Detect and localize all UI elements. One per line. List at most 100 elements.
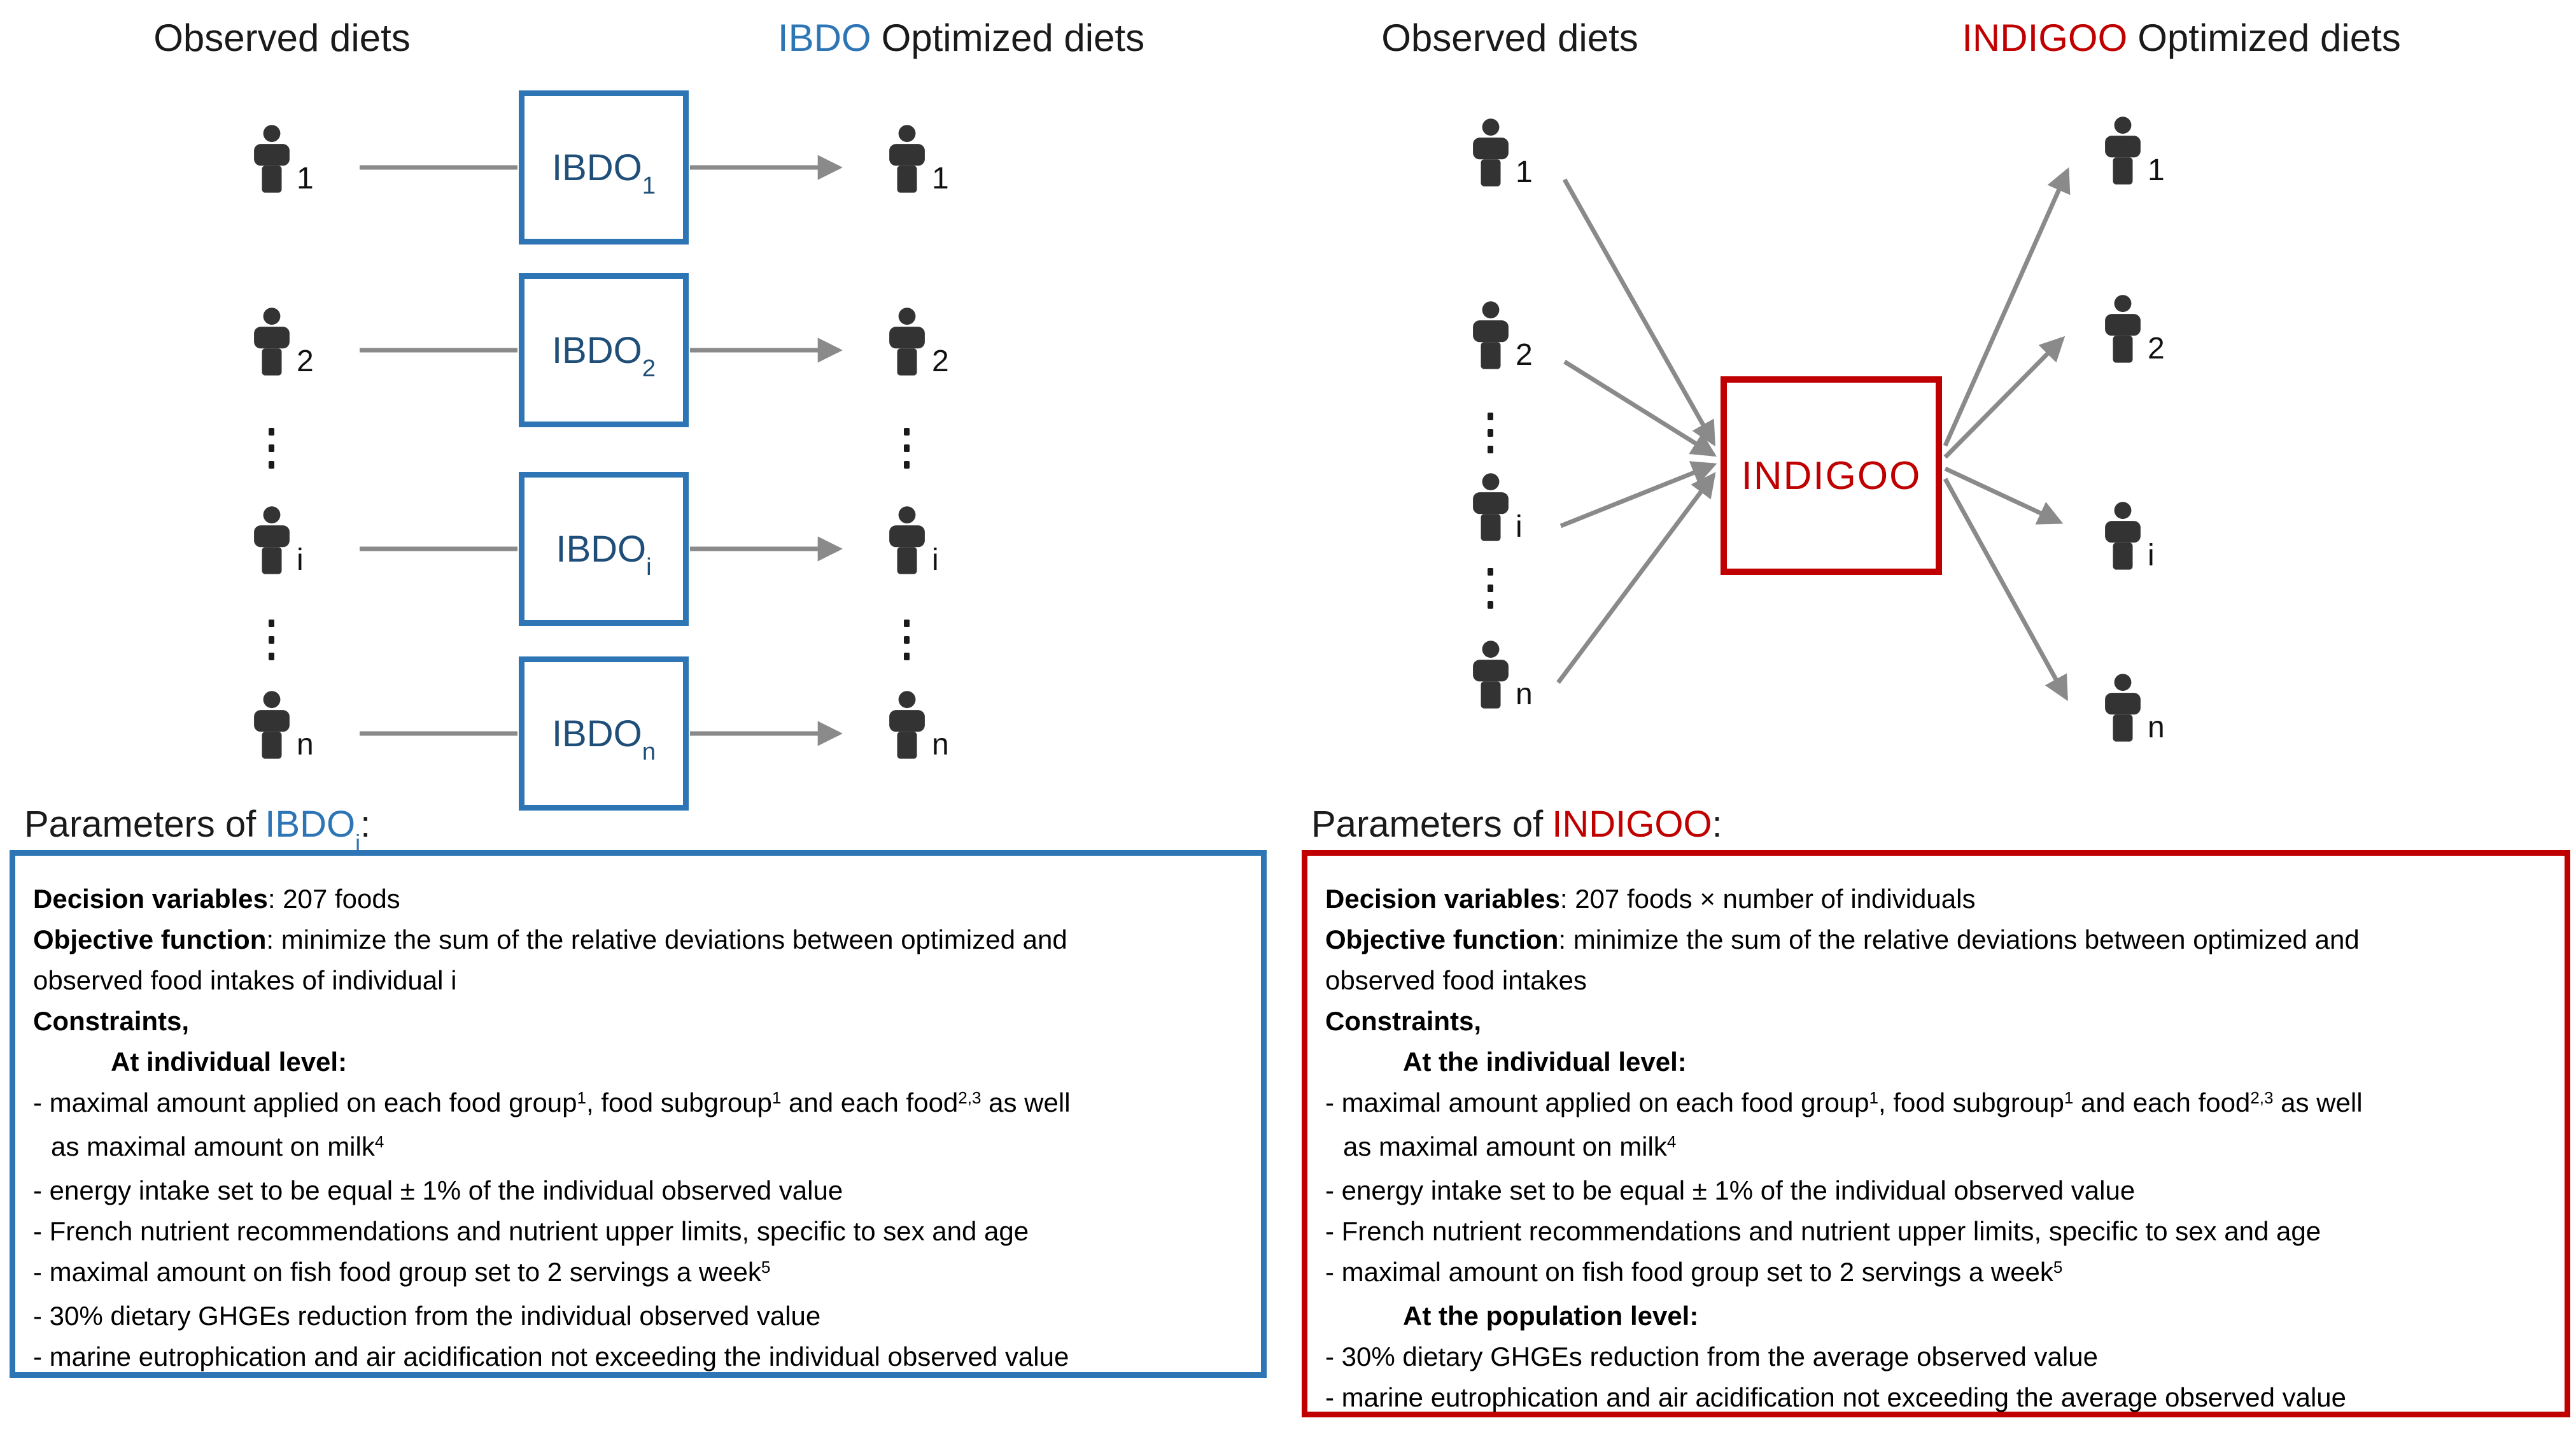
ibdo-observed-person-1: 1 [252, 124, 314, 197]
arrow-line [1562, 178, 1716, 447]
arrow-line [1943, 478, 2069, 702]
ellipsis-dots [904, 620, 910, 660]
indigoo-optimized-person-1: 1 [2103, 116, 2165, 188]
person-icon [2105, 295, 2141, 363]
param-line: - 30% dietary GHGEs reduction from the a… [1325, 1342, 2098, 1372]
ibdo-observed-person-n: n [252, 690, 314, 763]
arrow-line [1559, 461, 1717, 528]
person-subscript: 1 [2148, 153, 2165, 187]
person-subscript: 2 [2148, 332, 2165, 365]
person-subscript: i [932, 543, 939, 577]
person-subscript: i [2148, 539, 2155, 572]
param-line: - maximal amount applied on each food gr… [33, 1088, 1071, 1117]
indigoo-optimized-person-i: i [2103, 501, 2155, 574]
indigoo-box: INDIGOO [1721, 376, 1942, 575]
person-subscript: 2 [1516, 338, 1533, 372]
person-icon [254, 506, 290, 574]
person-icon [1473, 301, 1509, 369]
ibdo-box-n: IBDOn [519, 656, 689, 811]
param-line: - marine eutrophication and air acidific… [33, 1342, 1069, 1372]
person-subscript: i [297, 543, 304, 577]
person-subscript: 1 [297, 162, 314, 195]
arrow-line [1943, 167, 2071, 447]
param-line: Constraints, [33, 1006, 190, 1036]
person-subscript: 2 [932, 344, 949, 378]
param-line: - maximal amount applied on each food gr… [1325, 1088, 2363, 1117]
param-line: - French nutrient recommendations and nu… [1325, 1216, 2321, 1246]
person-icon [254, 691, 290, 759]
param-line: Objective function: minimize the sum of … [1325, 925, 2360, 954]
ellipsis-dots [1488, 413, 1493, 453]
params-heading-prefix: Parameters of [1311, 804, 1544, 845]
indigoo-box-label: INDIGOO [1741, 453, 1922, 498]
param-line: - maximal amount on fish food group set … [33, 1257, 771, 1287]
indigoo-optimized-person-2: 2 [2103, 294, 2165, 367]
params-heading-suffix: : [1712, 804, 1722, 845]
ibdo-box-label: IBDO2 [551, 329, 656, 382]
left-observed-heading: Observed diets [153, 17, 411, 60]
person-subscript: 1 [932, 162, 949, 195]
indigoo-heading-model: INDIGOO [1962, 17, 2128, 59]
param-line: as maximal amount on milk4 [1343, 1131, 1677, 1161]
person-icon [2105, 674, 2141, 742]
indigoo-params-lines: Decision variables: 207 foods × number o… [1325, 879, 2553, 1418]
indigoo-observed-person-i: i [1471, 472, 1523, 545]
ibdo-box-i: IBDOi [519, 472, 689, 626]
ibdo-box-label: IBDOn [551, 712, 656, 765]
param-line: At the population level: [1403, 1301, 1699, 1331]
ellipsis-dots [904, 428, 910, 469]
arrow-group [360, 155, 2071, 746]
arrow-line [1943, 336, 2066, 459]
ellipsis-dots [1488, 568, 1493, 609]
ibdo-box-label: IBDOi [556, 528, 652, 581]
param-line: At the individual level: [1403, 1047, 1687, 1077]
param-line: Constraints, [1325, 1006, 1482, 1036]
param-line: observed food intakes [1325, 965, 1587, 995]
ibdo-optimized-person-i: i [887, 506, 939, 578]
person-icon [254, 308, 290, 376]
ellipsis-dots [269, 620, 274, 660]
arrow-line [1563, 360, 1717, 457]
right-observed-heading: Observed diets [1381, 17, 1638, 60]
param-line: Objective function: minimize the sum of … [33, 925, 1067, 954]
person-icon [889, 506, 925, 574]
params-heading-model: INDIGOO [1552, 804, 1712, 845]
person-icon [254, 125, 290, 193]
ibdo-box-2: IBDO2 [519, 273, 689, 427]
left-observed-heading-text: Observed diets [153, 17, 411, 59]
person-icon [2105, 502, 2141, 570]
ibdo-box-label: IBDO1 [551, 146, 656, 199]
params-heading-suffix: : [360, 804, 371, 845]
params-heading-model: IBDOi [265, 804, 361, 856]
ibdo-heading-rest: Optimized diets [881, 17, 1145, 59]
person-subscript: 1 [1516, 155, 1533, 189]
person-subscript: n [2148, 711, 2165, 744]
arrow-line [1556, 472, 1716, 684]
indigoo-observed-person-2: 2 [1471, 301, 1533, 373]
param-line: - energy intake set to be equal ± 1% of … [33, 1175, 843, 1205]
right-observed-heading-text: Observed diets [1381, 17, 1638, 59]
person-subscript: n [297, 728, 314, 762]
ellipsis-dots [269, 428, 274, 469]
param-line: At individual level: [111, 1047, 348, 1077]
ibdo-optimized-person-1: 1 [887, 124, 949, 197]
person-subscript: n [932, 728, 949, 762]
ibdo-box-1: IBDO1 [519, 90, 689, 245]
indigoo-observed-person-1: 1 [1471, 118, 1533, 190]
indigoo-optimized-person-n: n [2103, 673, 2165, 746]
indigoo-observed-person-n: n [1471, 640, 1533, 712]
indigoo-heading-rest: Optimized diets [2137, 17, 2401, 59]
ibdo-optimized-person-2: 2 [887, 307, 949, 379]
params-heading-prefix: Parameters of [24, 804, 257, 845]
person-icon [889, 691, 925, 759]
ibdo-heading-model: IBDO [777, 17, 871, 59]
indigoo-params-box: Decision variables: 207 foods × number o… [1302, 850, 2570, 1417]
arrow-line [1944, 466, 2064, 525]
